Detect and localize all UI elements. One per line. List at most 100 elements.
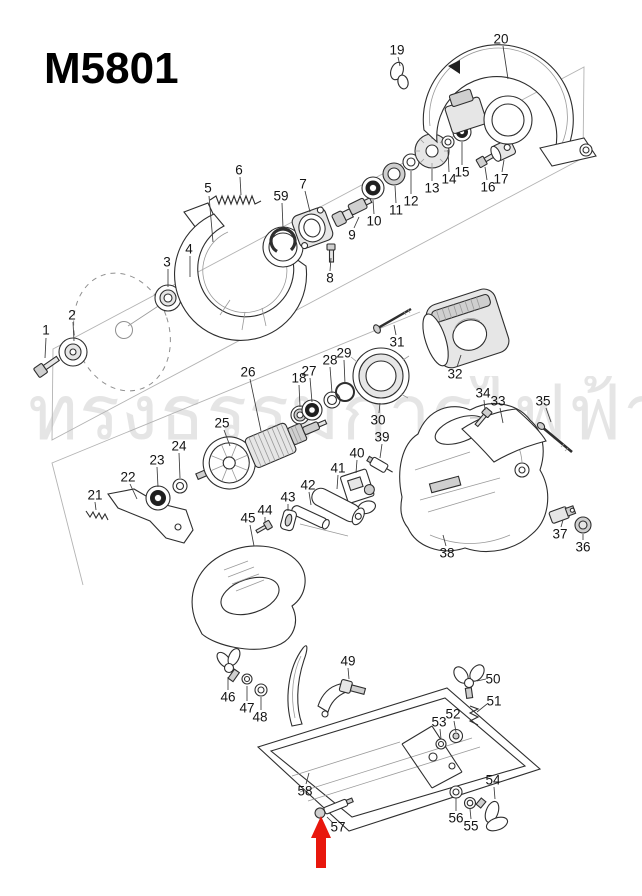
part-label-24: 24 [171, 439, 187, 454]
part-label-34: 34 [475, 386, 491, 401]
part-label-7: 7 [299, 177, 307, 192]
part-25-armature [195, 419, 328, 490]
part-12-ring [402, 153, 420, 171]
part-42-rod [291, 505, 330, 530]
part-label-10: 10 [366, 214, 381, 229]
part-label-31: 31 [389, 335, 404, 350]
part-leader-49 [347, 667, 350, 680]
part-label-49: 49 [340, 654, 355, 669]
part-48-washer [254, 683, 268, 697]
part-leader-58 [305, 772, 310, 785]
part-leader-8 [329, 257, 332, 272]
part-label-50: 50 [485, 672, 500, 687]
part-label-53: 53 [431, 715, 446, 730]
part-label-8: 8 [326, 271, 334, 286]
part-label-42: 42 [300, 478, 315, 493]
part-55-nut [463, 796, 477, 810]
part-9-spindle [331, 197, 373, 227]
part-label-16: 16 [480, 180, 495, 195]
part-6-spring [209, 194, 262, 206]
part-17-spacer [490, 138, 517, 162]
part-label-55: 55 [463, 819, 478, 834]
part-label-46: 46 [220, 690, 235, 705]
part-leader-7 [304, 190, 311, 213]
part-leader-35 [545, 407, 552, 423]
part-label-39: 39 [374, 430, 389, 445]
part-label-35: 35 [535, 394, 550, 409]
part-28-washer [323, 391, 341, 409]
part-label-26: 26 [240, 365, 255, 380]
part-label-21: 21 [87, 488, 102, 503]
part-leader-38 [442, 534, 447, 547]
part-32-field [422, 288, 510, 369]
part-label-28: 28 [322, 353, 337, 368]
part-label-4: 4 [185, 242, 193, 257]
part-label-17: 17 [493, 172, 508, 187]
part-39-connector [366, 455, 393, 473]
part-label-51: 51 [486, 694, 501, 709]
part-leader-10 [372, 199, 375, 215]
part-leader-5 [208, 195, 214, 243]
part-36-brush-cap [574, 516, 592, 534]
part-5-safety-cover [174, 202, 308, 341]
part-leader-1 [44, 337, 47, 359]
part-leader-53 [439, 728, 442, 740]
part-label-23: 23 [149, 453, 164, 468]
model-title: M5801 [44, 44, 179, 93]
part-leader-11 [394, 185, 397, 204]
part-label-20: 20 [493, 32, 508, 47]
part-leader-50 [476, 678, 487, 682]
part-label-37: 37 [552, 527, 567, 542]
part-label-14: 14 [441, 172, 457, 187]
part-leader-37 [560, 519, 564, 528]
part-37-brush-holder [548, 505, 577, 524]
part-leader-42 [308, 491, 312, 506]
part-leader-23 [156, 466, 159, 488]
part-leader-9 [353, 216, 360, 229]
part-21-spring [85, 510, 109, 521]
part-label-5: 5 [204, 181, 212, 196]
labels-layer: 1234567891011121314151617181920212223242… [42, 32, 590, 835]
part-19-clip [390, 61, 409, 90]
part-59-snap-ring [269, 227, 297, 255]
part-leader-34 [483, 399, 486, 411]
part-44-screw [255, 519, 273, 534]
part-label-59: 59 [273, 189, 288, 204]
saw-blade-dashed [73, 272, 173, 392]
part-label-54: 54 [485, 773, 501, 788]
part-label-58: 58 [297, 784, 312, 799]
part-35-screw-long [536, 422, 573, 453]
part-label-40: 40 [349, 446, 364, 461]
part-20-blade-case [422, 44, 597, 167]
part-leader-2 [72, 321, 75, 342]
part-leader-28 [329, 366, 333, 394]
part-label-36: 36 [575, 540, 590, 555]
part-leader-24 [178, 452, 181, 479]
part-41-tube [311, 487, 365, 526]
part-leader-32 [456, 354, 462, 368]
part-leader-25 [223, 429, 231, 447]
part-leader-33 [499, 407, 504, 424]
part-43-button [279, 509, 298, 532]
part-label-41: 41 [330, 461, 345, 476]
part-31-screw-long [373, 307, 412, 334]
part-58-base-plate [256, 687, 542, 832]
part-leader-29 [343, 359, 346, 385]
part-14-washer [441, 135, 455, 149]
part-53-washer [435, 738, 447, 750]
part-33-label-sheet [461, 408, 547, 463]
part-label-6: 6 [235, 163, 243, 178]
part-11-ring [382, 162, 406, 186]
part-label-44: 44 [257, 503, 273, 518]
part-label-45: 45 [240, 511, 255, 526]
part-leader-41 [336, 474, 339, 490]
part-8-screw [326, 243, 336, 263]
part-label-2: 2 [68, 308, 76, 323]
part-leader-16 [484, 166, 488, 181]
part-label-25: 25 [214, 416, 229, 431]
part-24-washer [172, 478, 188, 494]
part-leader-55 [469, 808, 472, 820]
part-leader-31 [393, 324, 397, 336]
part-label-19: 19 [389, 43, 404, 58]
part-label-3: 3 [163, 255, 171, 270]
